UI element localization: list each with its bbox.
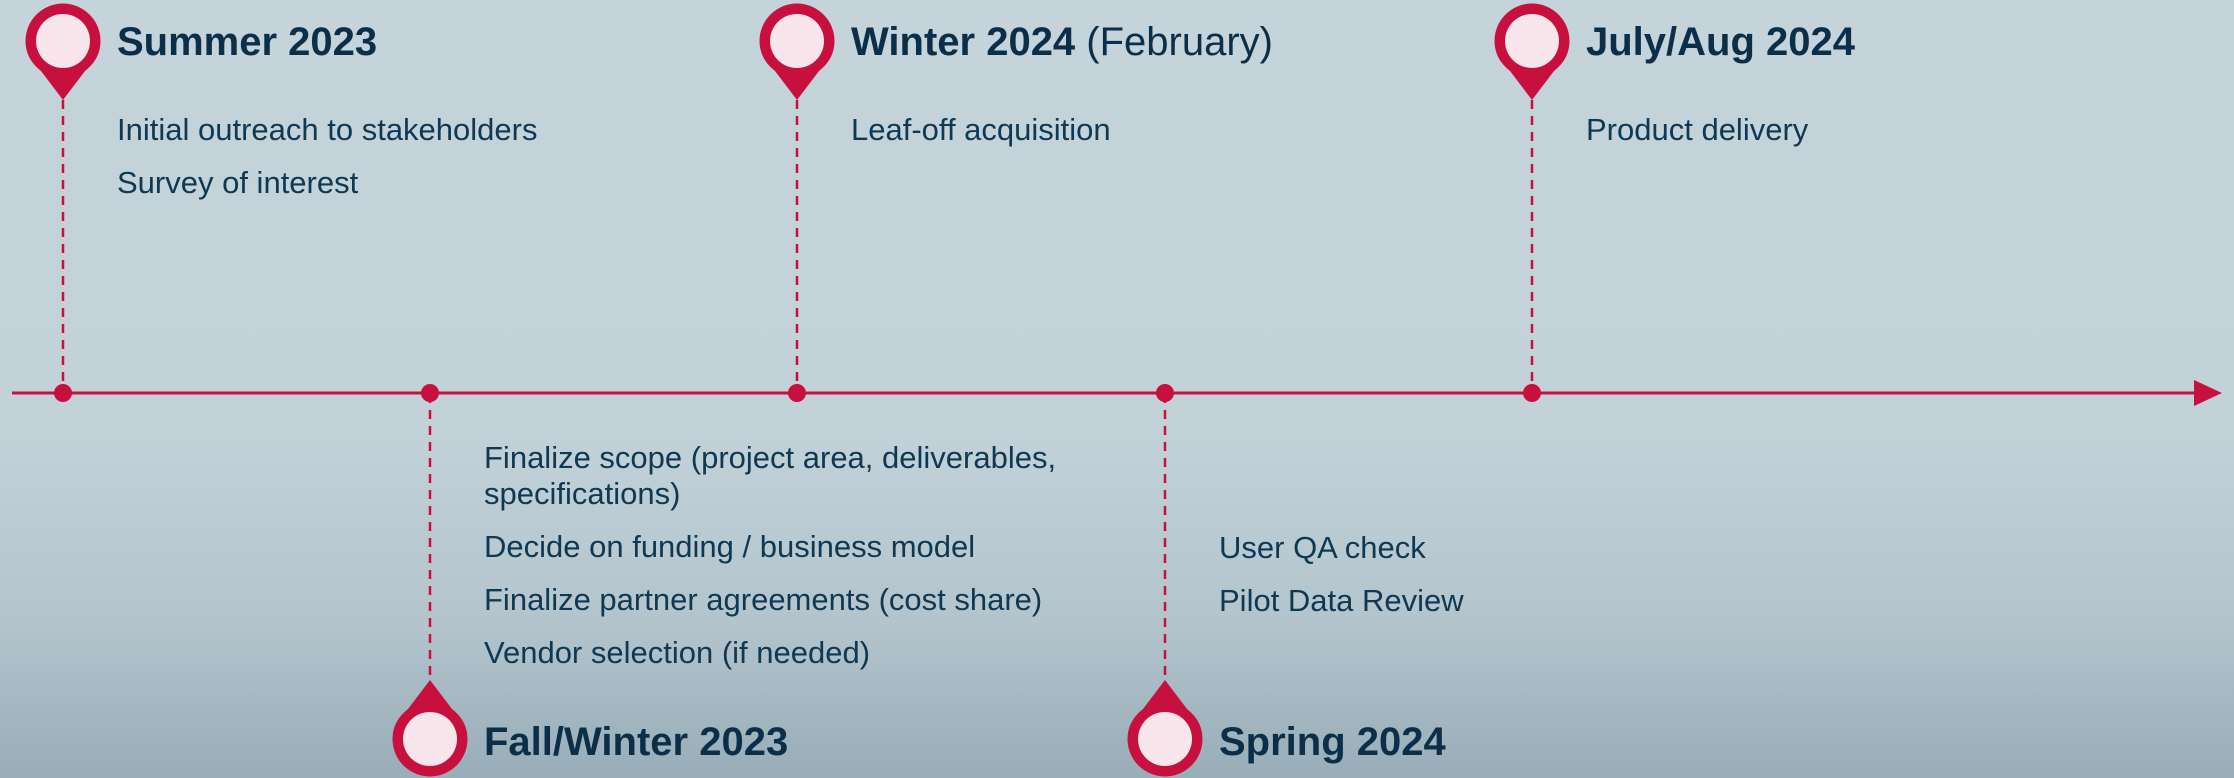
list-item: User QA check (1219, 530, 1426, 565)
timeline-dot-winter-2024 (788, 384, 806, 402)
list-item: Initial outreach to stakeholders (117, 112, 538, 147)
list-item: Survey of interest (117, 165, 359, 200)
list-item: Product delivery (1586, 112, 1809, 147)
timeline-dot-spring-2024 (1156, 384, 1174, 402)
milestone-title-fall-winter-2023: Fall/Winter 2023 (484, 720, 789, 764)
map-pin-icon (25, 3, 101, 100)
map-pin-icon (1494, 3, 1570, 100)
timeline-arrowhead (2194, 380, 2222, 406)
milestone-items-spring-2024: User QA check Pilot Data Review (1219, 530, 1464, 636)
map-pin-icon (759, 3, 835, 100)
map-pin-icon (1127, 680, 1203, 777)
list-item: Decide on funding / business model (484, 529, 976, 564)
milestone-title-winter-2024: Winter 2024 (February) (851, 20, 1273, 64)
milestone-items-summer-2023: Initial outreach to stakeholders Survey … (117, 112, 537, 218)
timeline-dot-fall-winter-2023 (421, 384, 439, 402)
milestone-title-summer-2023: Summer 2023 (117, 20, 378, 64)
milestone-title-spring-2024: Spring 2024 (1219, 720, 1446, 764)
milestone-items-fall-winter-2023: Finalize scope (project area, deliverabl… (484, 440, 1104, 688)
timeline-dot-summer-2023 (54, 384, 72, 402)
map-pin-icon (392, 680, 468, 777)
milestone-items-july-aug-2024: Product delivery (1586, 112, 1808, 165)
list-item: Finalize partner agreements (cost share) (484, 582, 1043, 617)
list-item: Vendor selection (if needed) (484, 635, 871, 670)
list-item: Finalize scope (project area, deliverabl… (484, 440, 1057, 511)
milestone-items-winter-2024: Leaf-off acquisition (851, 112, 1111, 165)
list-item: Leaf-off acquisition (851, 112, 1111, 147)
timeline-dot-july-aug-2024 (1523, 384, 1541, 402)
milestone-title-july-aug-2024: July/Aug 2024 (1586, 20, 1856, 64)
list-item: Pilot Data Review (1219, 583, 1464, 618)
